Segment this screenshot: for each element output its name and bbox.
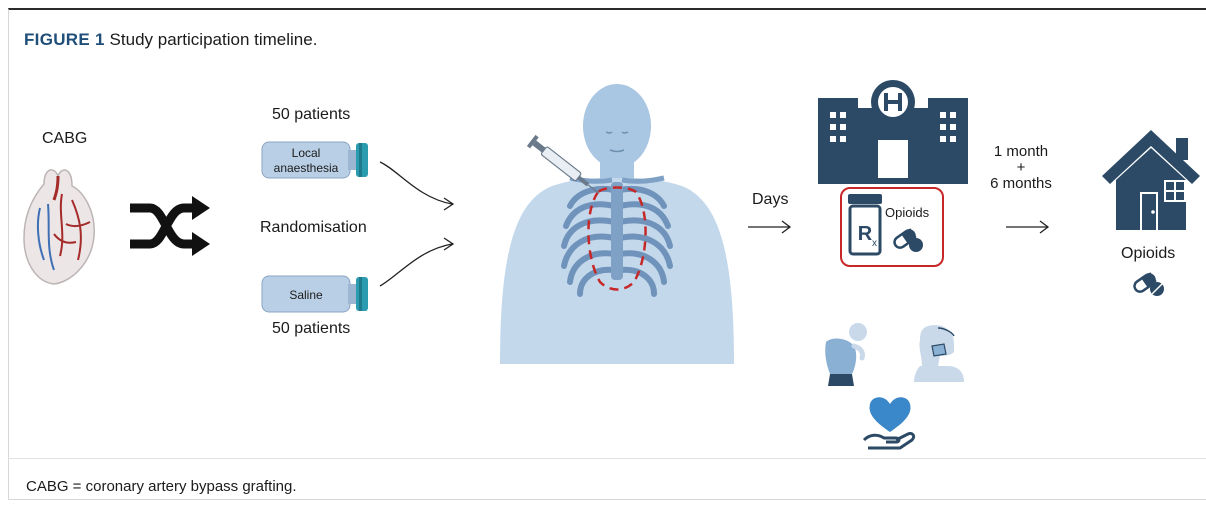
randomisation-label: Randomisation (260, 219, 367, 237)
vial-bottom-label: Saline (289, 288, 323, 302)
vial-top-line1: Local (292, 146, 321, 160)
heart-hand-icon (862, 392, 918, 450)
house-icon (1102, 130, 1200, 232)
vial-saline: Saline (262, 274, 374, 314)
pill-icon (894, 226, 924, 254)
arrow-top-arm (378, 160, 458, 210)
footnote: CABG = coronary artery bypass grafting. (26, 478, 297, 495)
followup-line1: 1 month (980, 144, 1062, 160)
vial-top-line2: anaesthesia (274, 161, 339, 175)
arrow-bottom-arm (378, 238, 458, 288)
followup-label: 1 month + 6 months (980, 144, 1062, 192)
figure-caption: FIGURE 1 Study participation timeline. (24, 30, 317, 50)
torso-icon (492, 82, 742, 364)
shuffle-icon (128, 196, 210, 256)
arm-top-count: 50 patients (272, 106, 350, 124)
arrow-followup (1006, 220, 1050, 234)
followup-line2: + (980, 160, 1062, 176)
arrow-days (748, 220, 792, 234)
cabg-label: CABG (42, 130, 87, 148)
svg-text:x: x (872, 238, 877, 249)
followup-line3: 6 months (980, 176, 1062, 192)
figure-title: Study participation timeline. (110, 30, 318, 49)
footnote-divider (8, 458, 1206, 459)
hospital-icon (818, 80, 968, 184)
arm-bottom-count: 50 patients (272, 320, 350, 338)
prescription-icon: R x (848, 194, 884, 256)
pill-icon-home (1134, 270, 1166, 298)
hospital-opioids-label: Opioids (885, 205, 929, 220)
back-pain-icon (818, 320, 872, 386)
breathing-mask-icon (914, 322, 964, 382)
vial-local-anaesthesia: Local anaesthesia (262, 140, 374, 180)
figure-label: FIGURE 1 (24, 30, 105, 49)
home-opioids-label: Opioids (1121, 245, 1175, 263)
svg-text:R: R (858, 223, 873, 245)
days-label: Days (752, 191, 788, 209)
heart-anatomy-icon (14, 164, 104, 290)
